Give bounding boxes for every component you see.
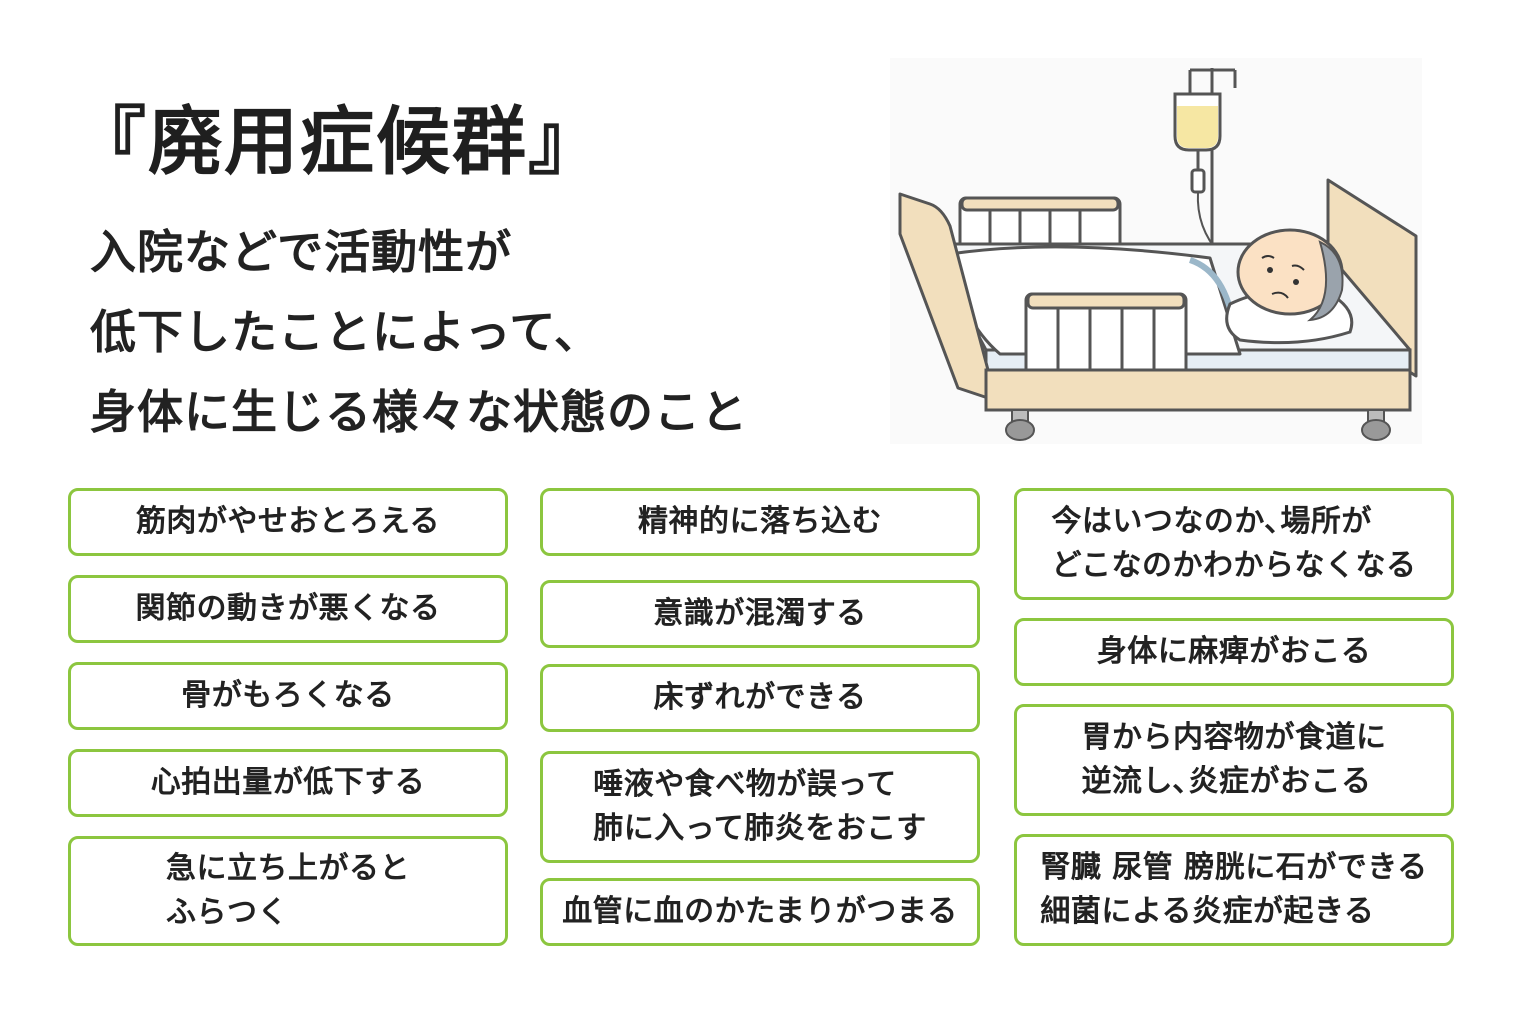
patient	[1225, 228, 1354, 345]
symptom-card: 腎臓 尿管 膀胱に石ができる 細菌による炎症が起きる	[1014, 834, 1454, 946]
bed-front-rail	[1024, 292, 1188, 378]
symptom-card: 身体に麻痺がおこる	[1014, 618, 1454, 686]
symptom-text: 急に立ち上がると ふらつく	[166, 851, 410, 930]
symptom-text: 唾液や食べ物が誤って 肺に入って肺炎をおこす	[593, 767, 927, 846]
symptom-text: 血管に血のかたまりがつまる	[562, 894, 958, 929]
symptom-card: 急に立ち上がると ふらつく	[68, 836, 508, 946]
symptom-card: 精神的に落ち込む	[540, 488, 980, 556]
symptom-text: 筋肉がやせおとろえる	[135, 504, 441, 539]
symptom-card: 血管に血のかたまりがつまる	[540, 878, 980, 946]
symptom-card: 胃から内容物が食道に 逆流し､炎症がおこる	[1014, 704, 1454, 816]
symptom-card: 意識が混濁する	[540, 580, 980, 648]
bed-frame	[984, 368, 1412, 441]
symptom-text: 骨がもろくなる	[181, 678, 395, 713]
symptom-card: 心拍出量が低下する	[68, 749, 508, 817]
page-title: 『廃用症候群』	[72, 99, 604, 185]
symptom-card: 筋肉がやせおとろえる	[68, 488, 508, 556]
symptom-text: 胃から内容物が食道に 逆流し､炎症がおこる	[1081, 720, 1387, 799]
bed-footboard	[898, 192, 990, 400]
symptom-text: 床ずれができる	[653, 680, 867, 715]
symptom-text: 心拍出量が低下する	[150, 765, 426, 800]
symptom-card: 唾液や食べ物が誤って 肺に入って肺炎をおこす	[540, 751, 980, 863]
hospital-bed-patient-iv-icon	[890, 58, 1422, 444]
iv-bag	[1173, 92, 1222, 255]
definition-line: 身体に生じる様々な状態のこと	[90, 385, 748, 439]
symptom-text: 今はいつなのか､場所が どこなのかわからなくなる	[1051, 504, 1417, 583]
symptom-card: 関節の動きが悪くなる	[68, 575, 508, 643]
symptom-card: 骨がもろくなる	[68, 662, 508, 730]
symptom-text: 関節の動きが悪くなる	[135, 591, 441, 626]
symptom-text: 精神的に落ち込む	[638, 504, 882, 539]
symptom-text: 意識が混濁する	[653, 596, 867, 631]
definition-line: 低下したことによって、	[90, 305, 602, 359]
definition-text: 入院などで活動性が 低下したことによって、 身体に生じる様々な状態のこと	[90, 212, 748, 452]
symptom-text: 身体に麻痺がおこる	[1096, 634, 1372, 669]
symptom-card: 今はいつなのか､場所が どこなのかわからなくなる	[1014, 488, 1454, 600]
symptom-text: 腎臓 尿管 膀胱に石ができる 細菌による炎症が起きる	[1040, 850, 1428, 929]
definition-line: 入院などで活動性が	[90, 225, 513, 279]
symptom-card: 床ずれができる	[540, 664, 980, 732]
